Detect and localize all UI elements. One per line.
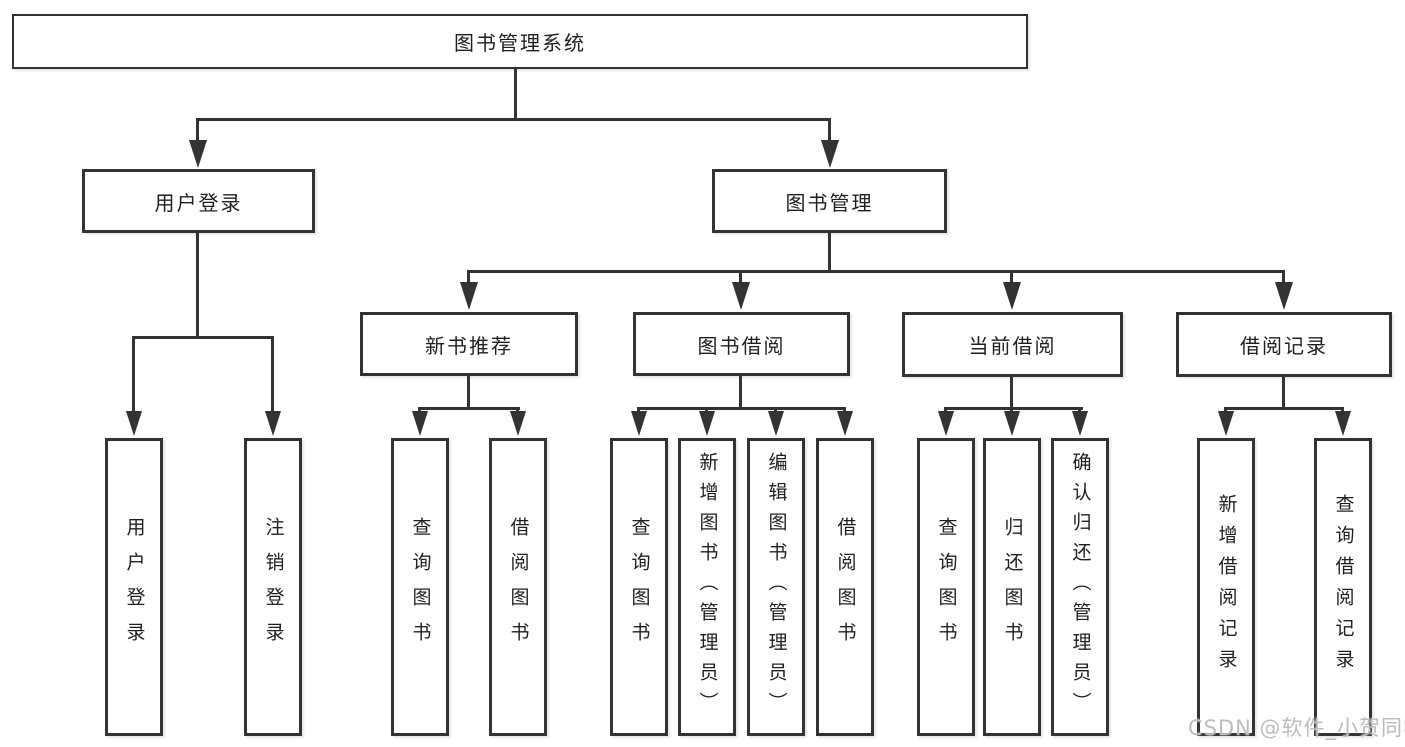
connector-line [467,270,1285,273]
connector-line [828,118,831,144]
arrowhead-down-icon [412,411,428,436]
node-label: 图书管理系统 [454,31,586,55]
node-label: 新书推荐 [425,333,513,358]
watermark: CSDN @软件_小贺同学 [1188,716,1405,740]
leaf-logout: 注销登录 [244,438,302,736]
arrowhead-down-icon [821,140,839,168]
node-user-login: 用户登录 [82,169,315,233]
leaf-return-books: 归还图书 [983,438,1041,736]
connector-line [1224,407,1227,414]
node-label: 用户登录 [154,190,243,215]
node-current-borrowing: 当前借阅 [902,312,1123,377]
node-book-management: 图书管理 [712,169,947,233]
leaf-label: 查询图书 [935,517,958,657]
leaf-label: 注销登录 [262,517,285,657]
connector-line [739,270,742,284]
node-borrowing-records: 借阅记录 [1176,312,1392,377]
connector-line [1010,407,1013,414]
leaf-add-books-admin: 新增图书（管理员） [678,438,736,736]
arrowhead-down-icon [189,140,207,168]
leaf-label: 用户登录 [123,517,146,657]
leaf-query-borrow-record: 查询借阅记录 [1314,438,1372,736]
arrowhead-down-icon [631,411,647,436]
arrowhead-down-icon [1275,282,1293,310]
connector-line [418,407,421,414]
connector-line [467,270,470,284]
connector-line [196,233,199,338]
arrowhead-down-icon [938,411,954,436]
arrowhead-down-icon [126,411,142,436]
arrowhead-down-icon [1218,411,1234,436]
arrowhead-down-icon [837,411,853,436]
leaf-label: 查询图书 [409,517,432,657]
leaf-label: 新增图书（管理员） [696,452,719,722]
connector-line [196,118,199,144]
leaf-label: 查询借阅记录 [1332,494,1355,680]
leaf-label: 查询图书 [628,517,651,657]
arrowhead-down-icon [768,411,784,436]
leaf-query-books-borrowing: 查询图书 [610,438,668,736]
arrowhead-down-icon [699,411,715,436]
node-label: 当前借阅 [968,334,1057,358]
leaf-label: 确认归还（管理员） [1069,452,1092,722]
arrowhead-down-icon [265,411,281,436]
connector-line [774,407,777,414]
connector-line [1224,407,1344,410]
arrowhead-down-icon [1003,282,1021,310]
connector-line [516,407,519,414]
connector-line [132,336,135,413]
arrowhead-down-icon [1335,411,1351,436]
connector-line [271,336,274,413]
connector-line [828,233,831,272]
arrowhead-down-icon [510,411,526,436]
arrowhead-down-icon [460,282,478,310]
leaf-label: 借阅图书 [507,517,530,657]
leaf-label: 新增借阅记录 [1215,494,1238,680]
leaf-label: 归还图书 [1001,517,1024,657]
connector-line [944,407,947,414]
connector-line [418,407,520,410]
node-new-book-recommendation: 新书推荐 [360,312,578,376]
connector-line [1341,407,1344,414]
leaf-borrow-books: 借阅图书 [816,438,874,736]
arrowhead-down-icon [1072,411,1088,436]
node-library-management-system: 图书管理系统 [12,14,1028,69]
node-book-borrowing: 图书借阅 [633,312,850,376]
leaf-label: 借阅图书 [834,517,857,657]
arrowhead-down-icon [1004,411,1020,436]
leaf-query-books-current: 查询图书 [917,438,975,736]
node-label: 图书借阅 [697,333,786,358]
connector-line [637,407,846,410]
leaf-label: 编辑图书（管理员） [765,452,788,722]
connector-line [196,118,831,121]
leaf-add-borrow-record: 新增借阅记录 [1197,438,1255,736]
leaf-query-books-recommendation: 查询图书 [391,438,449,736]
connector-line [1282,270,1285,284]
connector-line [1078,407,1081,414]
leaf-user-login: 用户登录 [105,438,163,736]
connector-line [132,336,274,339]
connector-line [514,69,517,120]
connector-line [467,376,470,409]
arrowhead-down-icon [732,282,750,310]
connector-line [739,376,742,409]
connector-line [944,407,1083,410]
leaf-edit-books-admin: 编辑图书（管理员） [747,438,805,736]
node-label: 图书管理 [785,190,874,215]
node-label: 借阅记录 [1240,334,1328,358]
connector-line [637,407,640,414]
connector-line [1010,270,1013,284]
connector-line [1010,376,1013,409]
leaf-confirm-return-admin: 确认归还（管理员） [1051,438,1109,736]
leaf-borrow-books-recommendation: 借阅图书 [489,438,547,736]
connector-line [843,407,846,414]
connector-line [705,407,708,414]
connector-line [1282,376,1285,409]
